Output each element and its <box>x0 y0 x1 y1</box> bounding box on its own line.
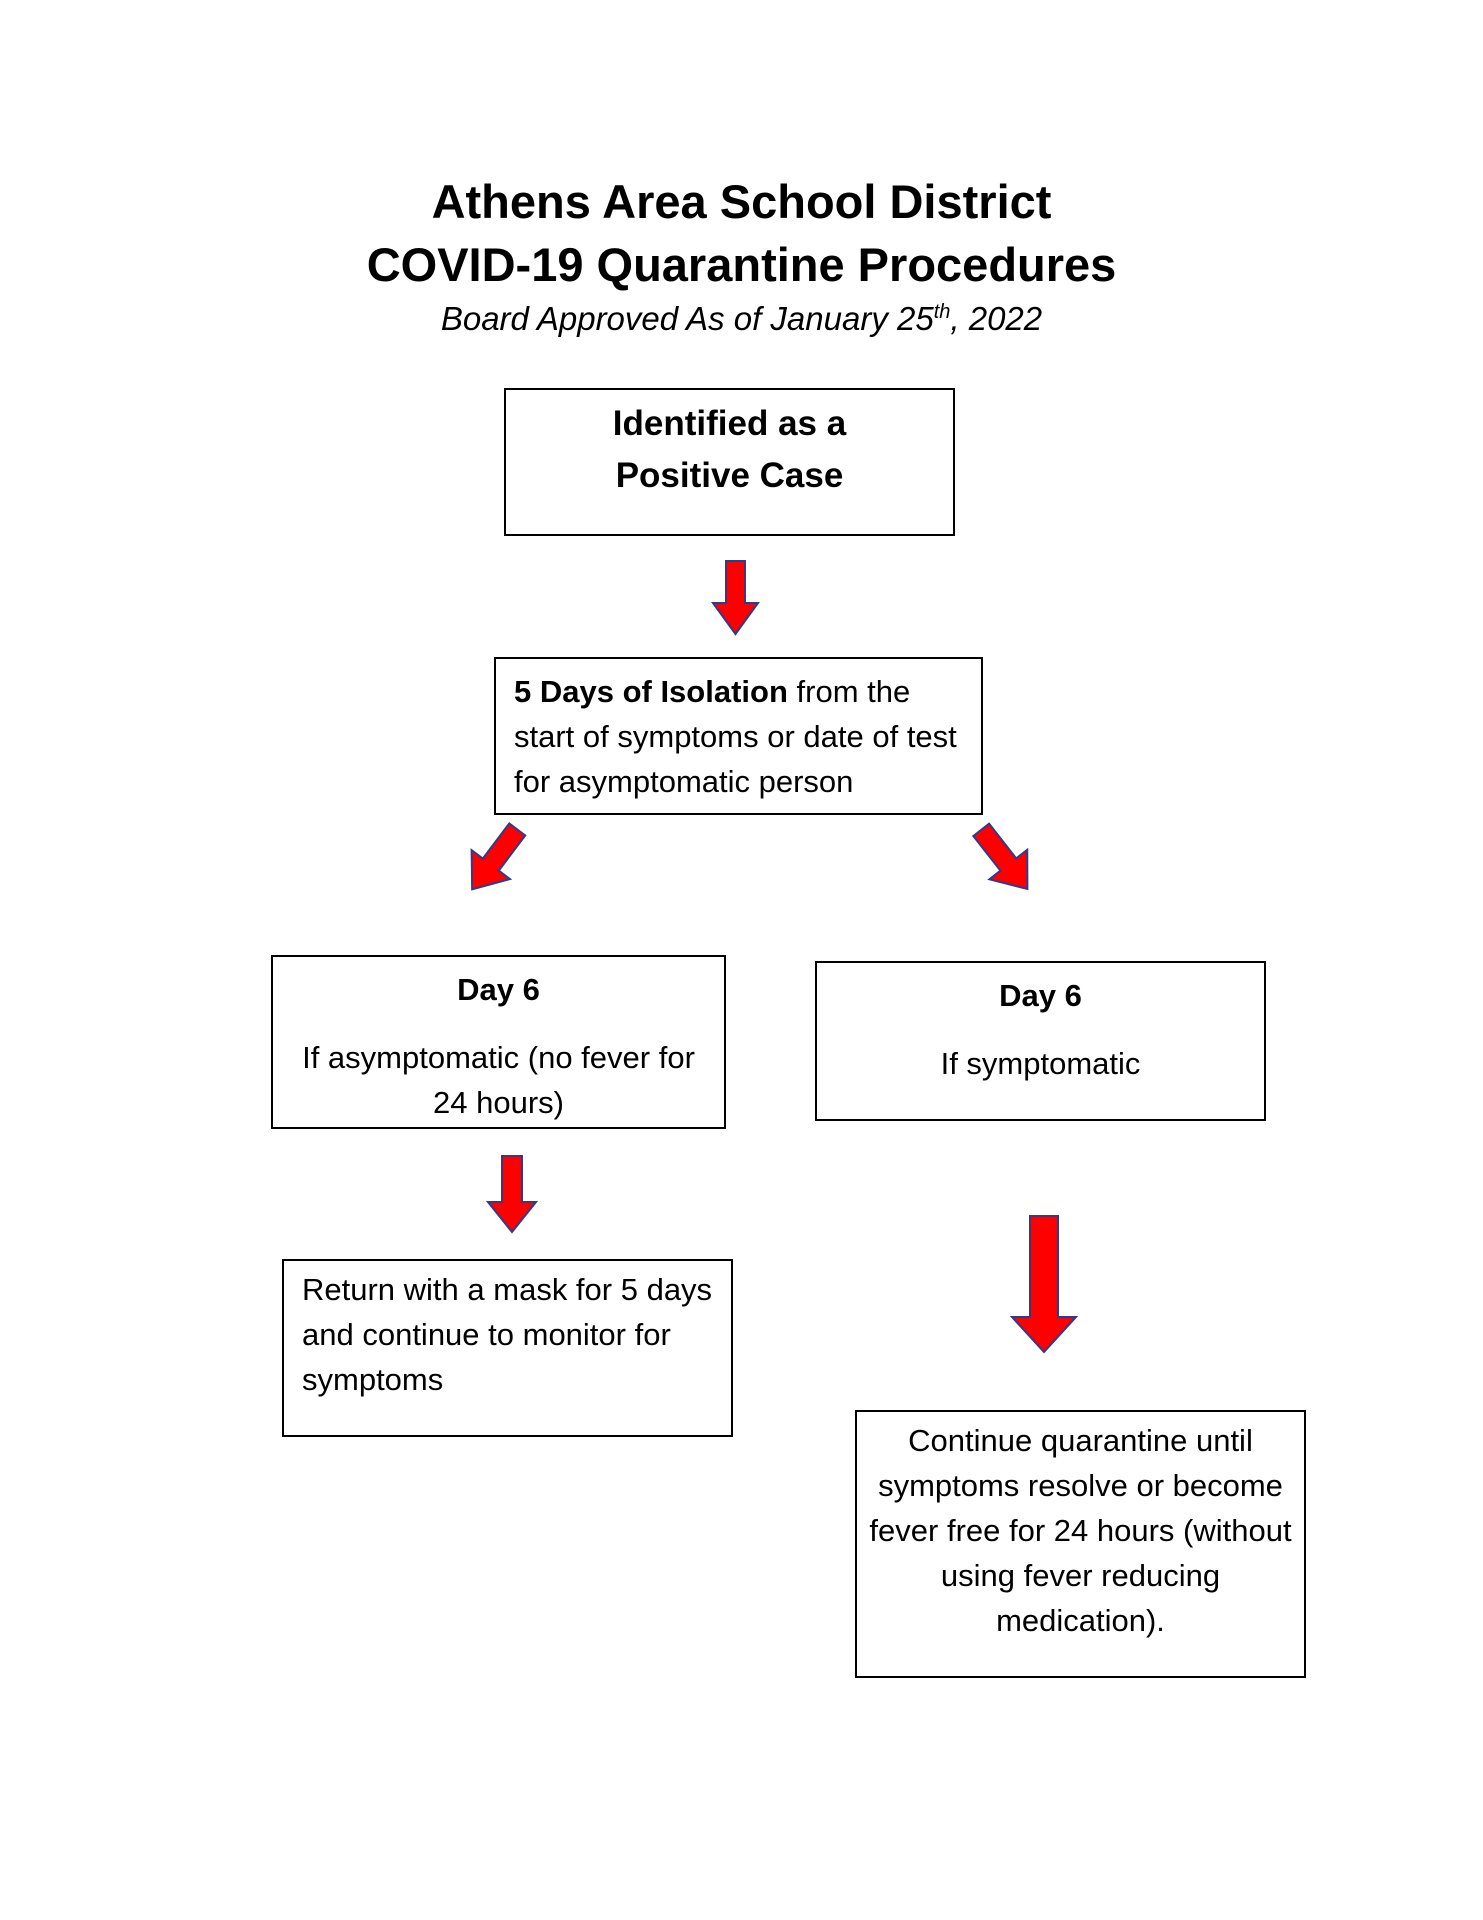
asymptomatic-heading: Day 6 <box>457 972 540 1007</box>
symptomatic-heading: Day 6 <box>999 978 1082 1013</box>
symptomatic-box: Day 6 If symptomatic <box>815 961 1266 1121</box>
page-title-line-1: Athens Area School District <box>431 175 1052 228</box>
asymptomatic-box: Day 6 If asymptomatic (no fever for 24 h… <box>271 955 726 1129</box>
isolation-text: 5 Days of Isolation from the start of sy… <box>514 669 971 804</box>
isolation-box: 5 Days of Isolation from the start of sy… <box>494 657 983 815</box>
isolation-emphasis: 5 Days of Isolation <box>514 674 788 709</box>
positive-case-label: Identified as a Positive Case <box>506 398 953 502</box>
isolation-detail: from the start of symptoms or date of te… <box>514 674 957 799</box>
return-with-mask-box: Return with a mask for 5 days and contin… <box>282 1259 733 1437</box>
asymptomatic-text: If asymptomatic (no fever for 24 hours) <box>302 1040 695 1120</box>
approval-subtitle: Board Approved As of January 25th, 2022 <box>0 302 1483 335</box>
positive-case-line-1: Identified as a <box>612 404 847 443</box>
arrow-isolation-to-asymptomatic <box>470 822 527 891</box>
continue-quarantine-text: Continue quarantine until symptoms resol… <box>869 1423 1292 1638</box>
page-title-line-2: COVID-19 Quarantine Procedures <box>366 238 1117 291</box>
arrow-positive-to-isolation <box>711 560 760 636</box>
return-with-mask-text: Return with a mask for 5 days and contin… <box>302 1272 713 1397</box>
symptomatic-text: If symptomatic <box>940 1046 1141 1081</box>
arrow-asymptomatic-to-return <box>485 1155 539 1234</box>
subtitle-year: , 2022 <box>950 300 1043 337</box>
arrow-isolation-to-symptomatic <box>971 822 1029 891</box>
subtitle-ordinal-suffix: th <box>933 301 951 323</box>
subtitle-date-prefix: Board Approved As of January 25 <box>440 300 934 337</box>
arrow-symptomatic-to-continue <box>1009 1215 1079 1354</box>
continue-quarantine-box: Continue quarantine until symptoms resol… <box>855 1410 1306 1678</box>
positive-case-box: Identified as a Positive Case <box>504 388 955 536</box>
positive-case-line-2: Positive Case <box>615 456 844 495</box>
